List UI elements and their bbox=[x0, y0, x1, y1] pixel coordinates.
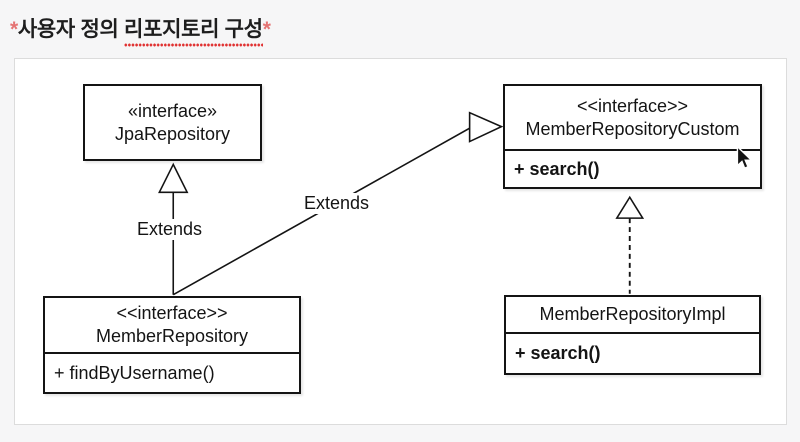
title-asterisk-right: * bbox=[262, 18, 271, 41]
class-name: MemberRepositoryImpl bbox=[539, 304, 726, 324]
class-name: MemberRepositoryCustom bbox=[525, 118, 740, 139]
edge-label-extends-jpa: Extends bbox=[135, 219, 205, 240]
page-title: *사용자 정의 리포지토리 구성* bbox=[10, 13, 271, 47]
method-label: + findByUsername() bbox=[54, 362, 215, 383]
title-text: 사용자 정의 bbox=[17, 18, 125, 41]
stereotype-label: «interface» bbox=[127, 100, 218, 121]
edge-label-extends-custom: Extends bbox=[302, 193, 372, 214]
title-text-underlined: 리포지토리 구성 bbox=[124, 18, 263, 47]
title-asterisk-left: * bbox=[10, 18, 18, 41]
stereotype-label: <<interface>> bbox=[576, 95, 689, 116]
uml-class-header: <<interface>> MemberRepositoryCustom bbox=[505, 86, 760, 151]
method-label: + search() bbox=[514, 158, 600, 179]
uml-class-header: <<interface>> MemberRepository bbox=[45, 298, 299, 354]
mouse-pointer-icon bbox=[736, 146, 754, 170]
uml-class-jparepository: «interface» JpaRepository bbox=[83, 84, 262, 161]
generalization-arrowhead-custom-icon bbox=[468, 111, 504, 143]
uml-class-memberrepository: <<interface>> MemberRepository + findByU… bbox=[43, 296, 301, 394]
realization-arrowhead-custom-icon bbox=[615, 195, 645, 219]
class-name: MemberRepository bbox=[95, 326, 249, 346]
class-name: JpaRepository bbox=[114, 123, 231, 144]
stereotype-label: <<interface>> bbox=[116, 303, 228, 323]
generalization-arrowhead-jpa-icon bbox=[158, 162, 189, 194]
uml-class-header: MemberRepositoryImpl bbox=[506, 297, 759, 334]
uml-class-memberrepositorycustom: <<interface>> MemberRepositoryCustom + s… bbox=[503, 84, 762, 189]
uml-class-memberrepositoryimpl: MemberRepositoryImpl + search() bbox=[504, 295, 761, 375]
uml-class-header: «interface» JpaRepository bbox=[85, 86, 260, 159]
method-label: + search() bbox=[515, 343, 601, 363]
diagram-panel: «interface» JpaRepository <<interface>> … bbox=[14, 58, 787, 425]
